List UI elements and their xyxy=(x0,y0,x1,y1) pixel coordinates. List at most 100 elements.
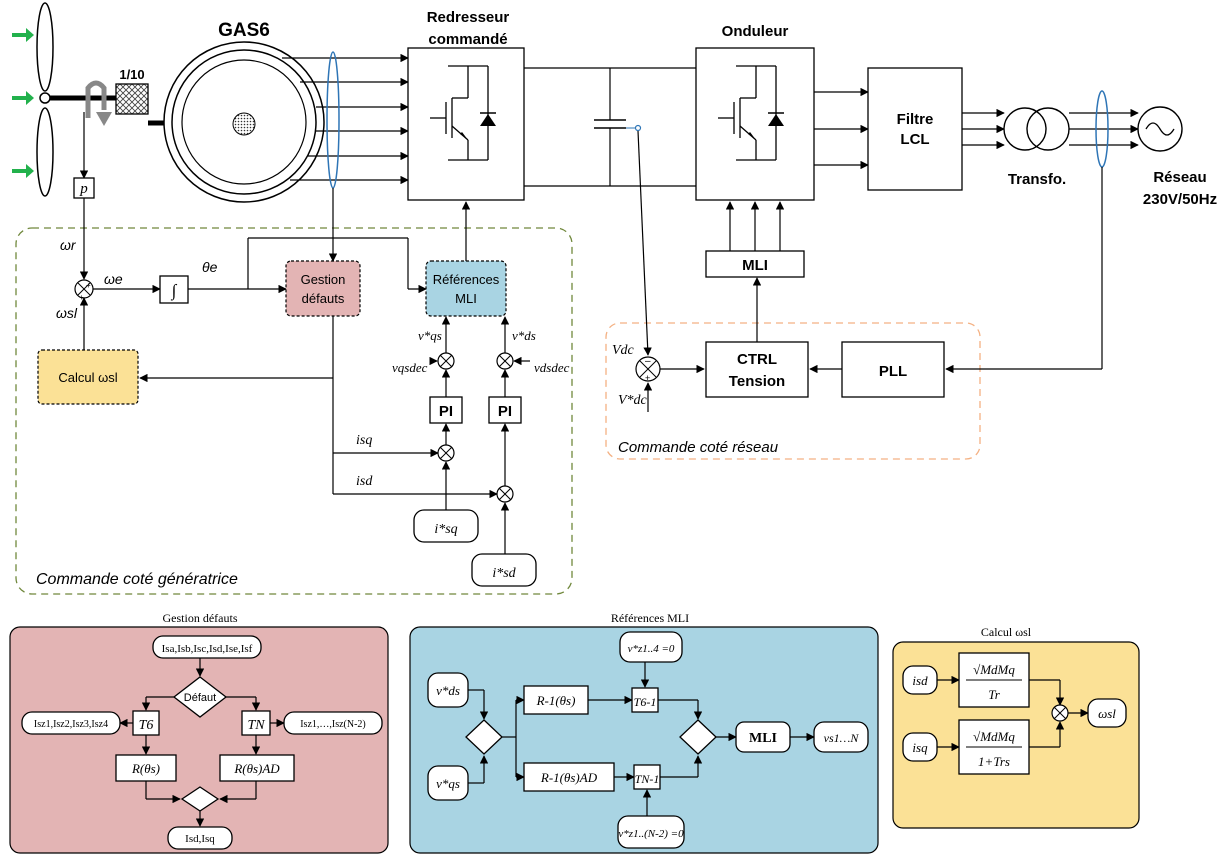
svg-text:PI: PI xyxy=(498,403,512,420)
svg-text:V*dc: V*dc xyxy=(618,393,648,408)
generator-side-control: Commande coté génératrice ωr + + ωe ∫ θe… xyxy=(15,188,573,595)
pi-d-block xyxy=(488,396,522,424)
rectifier: Redresseur commandé xyxy=(407,9,525,201)
svg-text:1/10: 1/10 xyxy=(119,67,144,82)
svg-text:Gestion: Gestion xyxy=(301,272,346,287)
svg-text:i*sq: i*sq xyxy=(434,522,457,537)
wind-arrows xyxy=(12,28,34,178)
grid-side-control: Commande coté réseau MLI CTRL Tension PL… xyxy=(605,130,1103,460)
svg-text:+: + xyxy=(79,293,84,302)
svg-text:v*ds: v*ds xyxy=(436,683,460,698)
svg-text:Références: Références xyxy=(433,272,500,287)
svg-text:i*sd: i*sd xyxy=(492,566,516,581)
svg-text:Tension: Tension xyxy=(729,373,785,390)
svg-text:vdsdec: vdsdec xyxy=(534,360,570,375)
svg-text:LCL: LCL xyxy=(900,131,929,148)
ctrl-tension-block xyxy=(705,341,809,398)
dc-bus xyxy=(524,67,696,187)
svg-text:Calcul ωsl: Calcul ωsl xyxy=(58,370,117,385)
svg-text:Isz1,Isz2,Isz3,Isz4: Isz1,Isz2,Isz3,Isz4 xyxy=(34,719,108,730)
references-mli-block xyxy=(425,260,507,317)
lcl-filter: Filtre LCL xyxy=(867,67,963,191)
svg-text:Isd,Isq: Isd,Isq xyxy=(185,833,215,845)
pole-pair-block: p xyxy=(73,112,95,199)
svg-text:MLI: MLI xyxy=(455,291,477,306)
phase-lines-inverter xyxy=(814,87,869,170)
svg-text:isq: isq xyxy=(912,740,928,755)
svg-text:TN-1: TN-1 xyxy=(635,772,660,786)
svg-text:√MdMq: √MdMq xyxy=(973,662,1015,677)
svg-text:PLL: PLL xyxy=(879,363,907,380)
svg-text:R-1(θs): R-1(θs) xyxy=(536,693,576,708)
svg-text:ωsl: ωsl xyxy=(56,305,78,321)
svg-text:Défaut: Défaut xyxy=(184,692,216,704)
generator: GAS6 xyxy=(163,20,325,203)
phase-lines-filter xyxy=(962,108,1005,150)
svg-text:Onduleur: Onduleur xyxy=(722,23,789,40)
phase-lines-generator xyxy=(282,51,409,189)
svg-text:vqsdec: vqsdec xyxy=(392,360,428,375)
gestion-defauts-block xyxy=(285,260,361,317)
transformer: Transfo. xyxy=(1003,107,1070,188)
svg-text:Vdc: Vdc xyxy=(612,343,635,358)
isd-ref-block xyxy=(471,553,537,587)
integrator-block xyxy=(159,275,189,304)
svg-text:Gestion défauts: Gestion défauts xyxy=(163,611,238,625)
svg-text:v*z1..4 =0: v*z1..4 =0 xyxy=(628,643,675,655)
svg-text:PI: PI xyxy=(439,403,453,420)
svg-text:+: + xyxy=(86,281,91,290)
svg-text:GAS6: GAS6 xyxy=(218,20,270,41)
svg-text:ωsl: ωsl xyxy=(1098,706,1116,721)
svg-text:Tr: Tr xyxy=(988,687,1001,702)
svg-text:1+Trs: 1+Trs xyxy=(978,754,1010,769)
svg-text:commandé: commandé xyxy=(428,31,507,48)
svg-text:Réseau: Réseau xyxy=(1153,169,1206,186)
svg-text:v*ds: v*ds xyxy=(512,328,536,343)
svg-text:v*qs: v*qs xyxy=(418,328,442,343)
svg-text:T6: T6 xyxy=(139,718,154,733)
pll-block xyxy=(841,341,945,398)
panel-gestion-defauts: Gestion défauts Isa,Isb,Isc,Isd,Ise,Isf … xyxy=(9,611,389,854)
svg-text:isq: isq xyxy=(356,433,372,448)
svg-text:Isa,Isb,Isc,Isd,Ise,Isf: Isa,Isb,Isc,Isd,Ise,Isf xyxy=(162,643,253,655)
wind-turbine xyxy=(36,2,116,197)
svg-text:isd: isd xyxy=(356,474,373,489)
svg-text:isd: isd xyxy=(912,673,928,688)
svg-text:Transfo.: Transfo. xyxy=(1008,171,1066,188)
phase-lines-grid xyxy=(1069,90,1139,168)
svg-text:Isz1,…,Isz(N-2): Isz1,…,Isz(N-2) xyxy=(300,719,366,730)
svg-text:vs1…N: vs1…N xyxy=(824,731,860,745)
svg-text:230V/50Hz: 230V/50Hz xyxy=(1143,191,1217,208)
svg-text:v*z1..(N-2) =0: v*z1..(N-2) =0 xyxy=(618,828,684,840)
svg-text:MLI: MLI xyxy=(749,731,777,746)
svg-text:Redresseur: Redresseur xyxy=(427,9,510,26)
svg-text:R-1(θs)AD: R-1(θs)AD xyxy=(540,770,598,785)
grid-source: Réseau 230V/50Hz xyxy=(1137,106,1217,208)
svg-text:R(θs)AD: R(θs)AD xyxy=(233,761,280,776)
svg-text:v*qs: v*qs xyxy=(436,776,460,791)
panel-calcul-omega-sl: Calcul ωsl isd isq √MdMq Tr √MdMq 1+Trs … xyxy=(892,625,1140,829)
svg-text:MLI: MLI xyxy=(742,257,768,274)
grid-mli-block xyxy=(705,250,805,278)
svg-text:défauts: défauts xyxy=(302,291,345,306)
svg-text:Filtre: Filtre xyxy=(897,111,934,128)
svg-text:+: + xyxy=(645,373,650,383)
svg-text:θe: θe xyxy=(202,259,218,275)
svg-text:Calcul ωsl: Calcul ωsl xyxy=(981,625,1032,639)
inverter: Onduleur xyxy=(695,23,815,201)
svg-text:R(θs): R(θs) xyxy=(131,761,160,776)
calcul-omega-sl-block xyxy=(37,349,139,405)
svg-text:–: – xyxy=(645,356,651,367)
svg-text:TN: TN xyxy=(247,718,265,733)
svg-text:ωr: ωr xyxy=(60,237,77,253)
svg-text:√MdMq: √MdMq xyxy=(973,729,1015,744)
svg-text:Commande coté réseau: Commande coté réseau xyxy=(618,439,779,456)
svg-text:p: p xyxy=(79,181,88,197)
panel-references-mli: Références MLI v*ds v*qs R-1(θs) R-1(θs)… xyxy=(409,611,879,854)
svg-text:∫: ∫ xyxy=(171,281,178,301)
svg-text:Commande coté génératrice: Commande coté génératrice xyxy=(36,571,238,588)
svg-text:ωe: ωe xyxy=(104,271,123,287)
svg-text:T6-1: T6-1 xyxy=(634,695,657,709)
svg-text:CTRL: CTRL xyxy=(737,351,777,368)
